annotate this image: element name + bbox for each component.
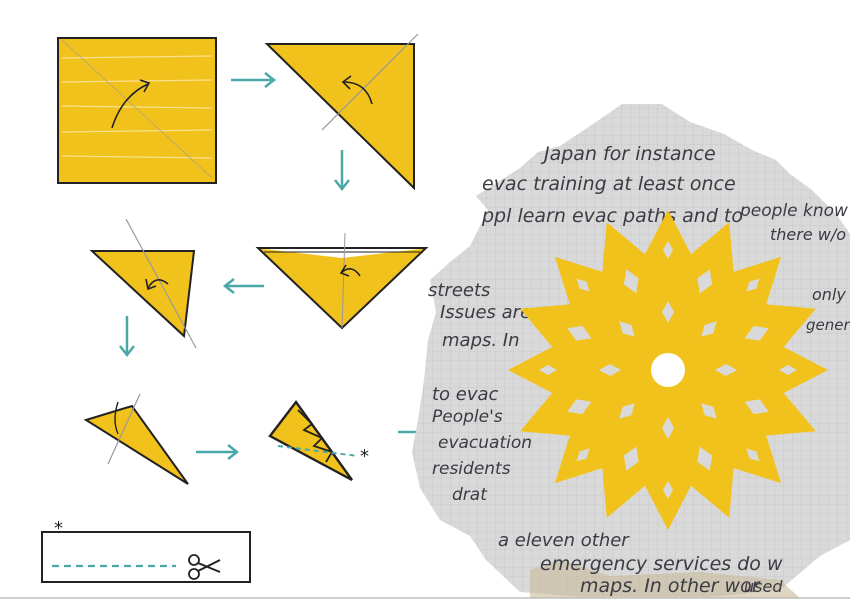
fold-arrow-icon: [147, 279, 169, 289]
star-mark-icon: *: [360, 446, 369, 467]
step-3-triangle: [255, 232, 429, 330]
snowflake-center-hole: [651, 353, 685, 387]
snowflake-cutouts: [539, 241, 797, 499]
step-1-square: [57, 37, 217, 184]
note-line: to evac: [432, 384, 499, 405]
fold-arrow-icon: [343, 81, 373, 105]
legend-box: *: [41, 518, 251, 583]
legend-star-symbol: *: [54, 518, 63, 539]
scissors-icon: [188, 554, 221, 580]
step-6-wedge-cut: *: [268, 399, 369, 482]
note-line: Issues are: [440, 302, 531, 323]
arrow-left-icon: [222, 278, 264, 294]
arrow-down-icon: [334, 150, 350, 192]
note-line: there w/o: [770, 225, 846, 244]
note-line: evac training at least once: [482, 173, 736, 195]
arrow-right-icon: [231, 72, 277, 88]
paper-snowflake: [508, 210, 828, 530]
note-line: Japan for instance: [540, 143, 716, 165]
fold-arrow-icon: [341, 268, 361, 277]
note-line: evacuation: [438, 433, 532, 453]
step-5-wedge: [83, 393, 189, 485]
note-line: drat: [452, 485, 488, 505]
note-line: only: [812, 285, 846, 304]
note-line: People's: [432, 407, 503, 427]
arrow-down-icon: [119, 316, 135, 358]
note-line: streets: [428, 280, 490, 301]
note-line: people know: [739, 201, 848, 221]
fold-arrow-icon: [111, 83, 149, 129]
arrow-right-icon: [196, 444, 240, 460]
note-line: emergency services do w: [540, 553, 783, 575]
note-text: Japan for instance evac training at leas…: [428, 143, 850, 597]
step-2-triangle: [264, 33, 419, 191]
note-line: residents: [432, 459, 511, 479]
note-line: general: [806, 316, 850, 334]
note-line: used: [744, 577, 783, 596]
note-line: maps. In other wor: [580, 575, 761, 597]
note-line: maps. In: [442, 330, 520, 351]
note-line: ppl learn evac paths and to: [481, 205, 743, 227]
step-4-triangle: [89, 218, 197, 349]
note-line: a eleven other: [498, 530, 630, 551]
